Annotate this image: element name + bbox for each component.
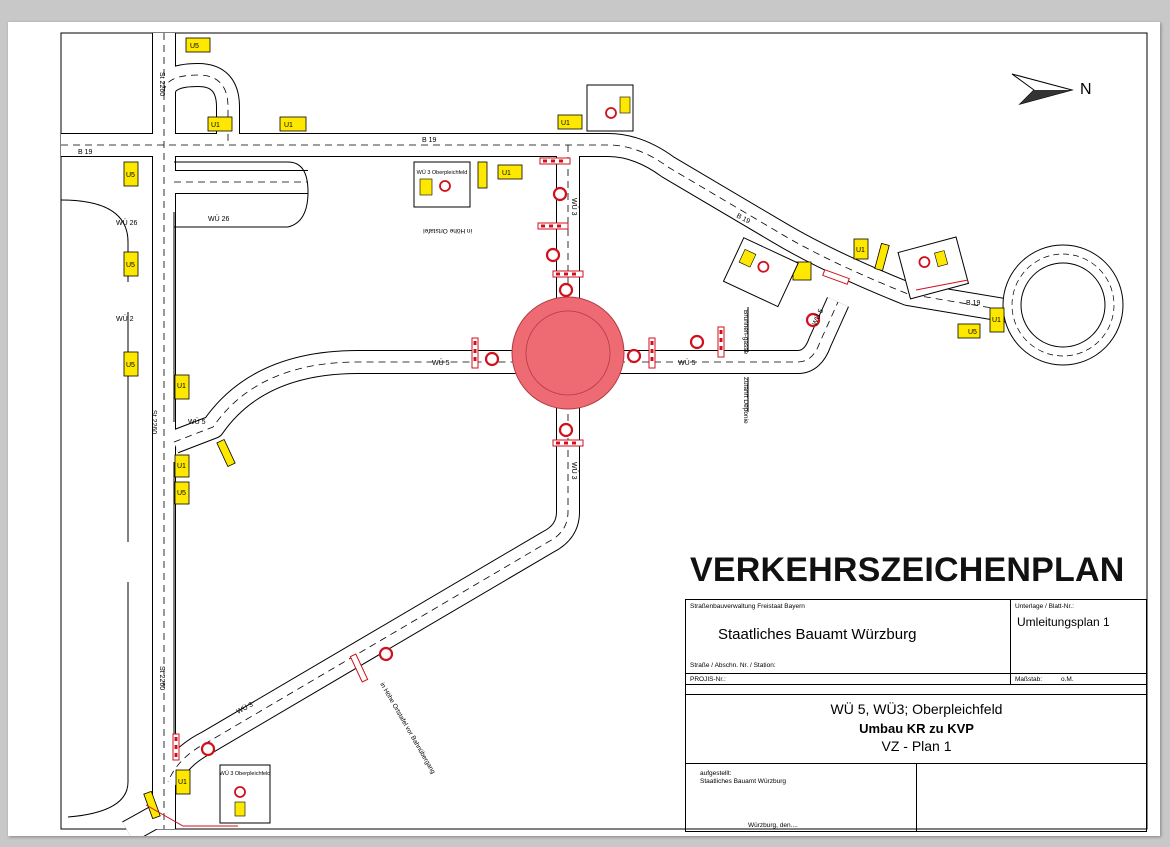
road-label-wu5: WÜ 5: [678, 359, 696, 367]
sign-u5: U5: [126, 362, 135, 369]
barriers: [172, 157, 850, 761]
station-label: Straße / Abschn. Nr. / Station:: [690, 662, 776, 669]
road-label-wu5: WÜ 5: [188, 418, 206, 426]
panel-label: WÜ 3 Oberpleichfeld: [417, 169, 468, 176]
aufgestellt-cell: aufgestellt: Staatliches Bauamt Würzburg…: [686, 764, 917, 832]
massstab-cell: Maßstab: o.M.: [1011, 673, 1147, 685]
sign-u5: U5: [177, 490, 186, 497]
road-label-wu3: WÜ 3: [570, 198, 578, 216]
ort-datum: Würzburg, den....: [748, 822, 798, 829]
sign-u1: U1: [502, 170, 511, 177]
traffic-sign-plan-drawing: U5 U1 U1 U1 U5 U5 U5 U1 U1 U5 U1 U1 U1 U…: [60, 32, 1148, 836]
sign-u1: U1: [561, 120, 570, 127]
road-label-zufahrt: Zufahrt Deponie: [742, 377, 749, 424]
road-label-wu3: WÜ 3: [570, 462, 578, 480]
unterlage-value: Umleitungsplan 1: [1017, 615, 1110, 629]
road-label-st2260: St 2260: [150, 410, 157, 434]
sign-u5: U5: [190, 43, 199, 50]
massstab-value: o.M.: [1061, 676, 1074, 683]
sign-u1: U1: [177, 383, 186, 390]
project-line2: Umbau KR zu KVP: [859, 721, 974, 736]
plan-sheet: U5 U1 U1 U1 U5 U5 U5 U1 U1 U5 U1 U1 U1 U…: [8, 22, 1160, 836]
plan-title: VERKEHRSZEICHENPLAN: [690, 551, 1125, 589]
north-label: N: [1080, 81, 1092, 98]
project-line3: VZ - Plan 1: [881, 738, 952, 754]
east-roundabout: [1002, 244, 1124, 366]
projis-cell: PROJIS-Nr.:: [686, 673, 1011, 685]
road-label-wu5: WÜ 5: [432, 359, 450, 367]
road-label-brunnengasse: Brunnen-gasse: [742, 310, 749, 354]
roundabout-work-area: [511, 296, 625, 410]
authority-label: Straßenbauverwaltung Freistaat Bayern: [690, 603, 805, 610]
north-arrow-icon: N: [1011, 73, 1092, 105]
title-block: Straßenbauverwaltung Freistaat Bayern St…: [685, 599, 1147, 832]
road-label-wu26: WÜ 26: [116, 219, 138, 227]
panel-label: WÜ 3 Oberpleichfeld: [220, 770, 271, 777]
aufgestellt-value: Staatliches Bauamt Würzburg: [700, 778, 786, 785]
road-label-b19: B 19: [966, 300, 981, 307]
sign-u1: U1: [211, 122, 220, 129]
annotation-ortstafel-bahn: in Höhe Ortstafel vor Bahnübergang: [378, 682, 436, 776]
road-label-b19: B 19: [78, 149, 93, 156]
office-name: Staatliches Bauamt Würzburg: [718, 626, 917, 643]
unterlage-label: Unterlage / Blatt-Nr.:: [1015, 603, 1074, 610]
road-label-wu26: WÜ 26: [208, 215, 230, 223]
massstab-label: Maßstab:: [1015, 676, 1043, 683]
road-label-st2260: St 2260: [158, 666, 165, 690]
detour-signs: U5 U1 U1 U1 U5 U5 U5 U1 U1 U5 U1 U1 U1 U…: [123, 37, 1005, 820]
projis-label: PROJIS-Nr.:: [690, 676, 726, 683]
project-line1: WÜ 5, WÜ3; Oberpleichfeld: [830, 701, 1003, 717]
annotation-ortstafel: in Höhe Ortstafel: [423, 227, 472, 234]
no-entry-signs: [200, 186, 821, 757]
road-label-b19: B 19: [422, 137, 437, 144]
road-label-wu2: WÜ 2: [116, 315, 134, 323]
sign-u1: U1: [177, 463, 186, 470]
unterlage-cell: Unterlage / Blatt-Nr.: Umleitungsplan 1: [1011, 600, 1147, 673]
project-cell: WÜ 5, WÜ3; Oberpleichfeld Umbau KR zu KV…: [686, 694, 1147, 764]
sign-u5: U5: [126, 262, 135, 269]
authority-cell: Straßenbauverwaltung Freistaat Bayern St…: [686, 600, 1011, 673]
aufgestellt-label: aufgestellt:: [700, 770, 732, 777]
sign-u1: U1: [178, 779, 187, 786]
road-label-st2260: St 2260: [158, 72, 165, 96]
sign-u5: U5: [968, 329, 977, 336]
sign-u5: U5: [126, 172, 135, 179]
sign-u1: U1: [856, 247, 865, 254]
info-panels: WÜ 3 Oberpleichfeld WÜ 3 Oberpleichfeld: [219, 84, 970, 824]
sign-u1: U1: [284, 122, 293, 129]
sign-u1: U1: [992, 317, 1001, 324]
